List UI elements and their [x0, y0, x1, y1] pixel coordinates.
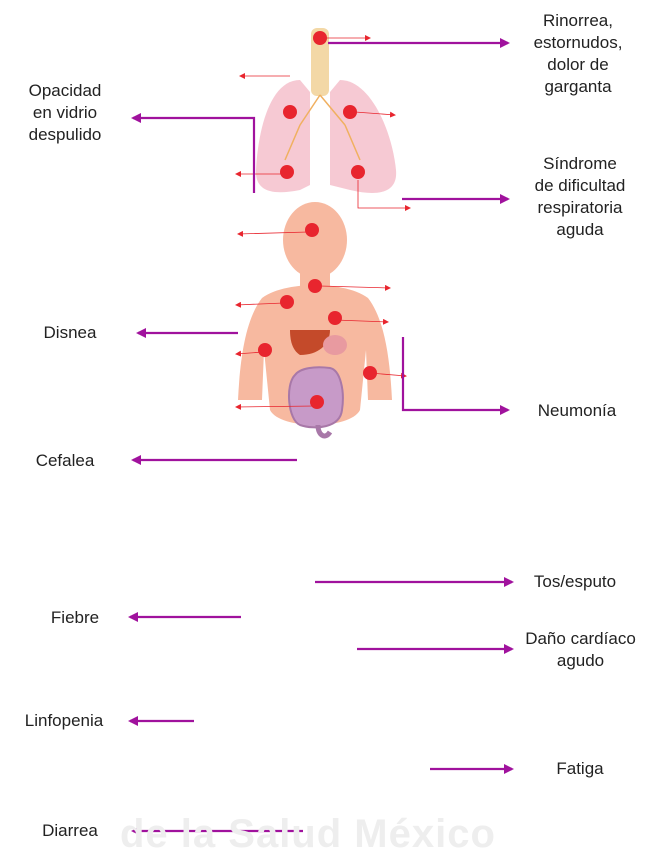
marker-chest-right [328, 311, 342, 325]
marker-nose [313, 31, 327, 45]
watermark: de la Salud México [120, 812, 496, 857]
arrow-neumonia [403, 337, 508, 410]
label-linfopenia: Linfopenia [14, 710, 114, 732]
marker-upper-left-lung [283, 105, 297, 119]
label-dano: Daño cardíaco agudo [508, 628, 653, 672]
marker-upper-right-lung [343, 105, 357, 119]
arrow-opacidad [133, 118, 254, 193]
marker-abdomen [310, 395, 324, 409]
label-rinorrea: Rinorrea, estornudos, dolor de garganta [508, 10, 648, 98]
marker-chest-left [280, 295, 294, 309]
stomach [323, 335, 347, 355]
label-cefalea: Cefalea [15, 450, 115, 472]
marker-lower-left-lung [280, 165, 294, 179]
marker-arm-right [363, 366, 377, 380]
lungs-illustration [256, 28, 396, 193]
marker-throat [308, 279, 322, 293]
label-tos: Tos/esputo [520, 571, 630, 593]
label-neumonia: Neumonía [522, 400, 632, 422]
label-fatiga: Fatiga [530, 758, 630, 780]
label-fiebre: Fiebre [25, 607, 125, 629]
label-diarrea: Diarrea [20, 820, 120, 842]
label-disnea: Disnea [20, 322, 120, 344]
label-opacidad: Opacidad en vidrio despulido [10, 80, 120, 146]
marker-lower-right-lung [351, 165, 365, 179]
marker-arm-left [258, 343, 272, 357]
label-sindrome: Síndrome de dificultad respiratoria agud… [510, 153, 650, 241]
marker-head [305, 223, 319, 237]
head [283, 202, 347, 278]
